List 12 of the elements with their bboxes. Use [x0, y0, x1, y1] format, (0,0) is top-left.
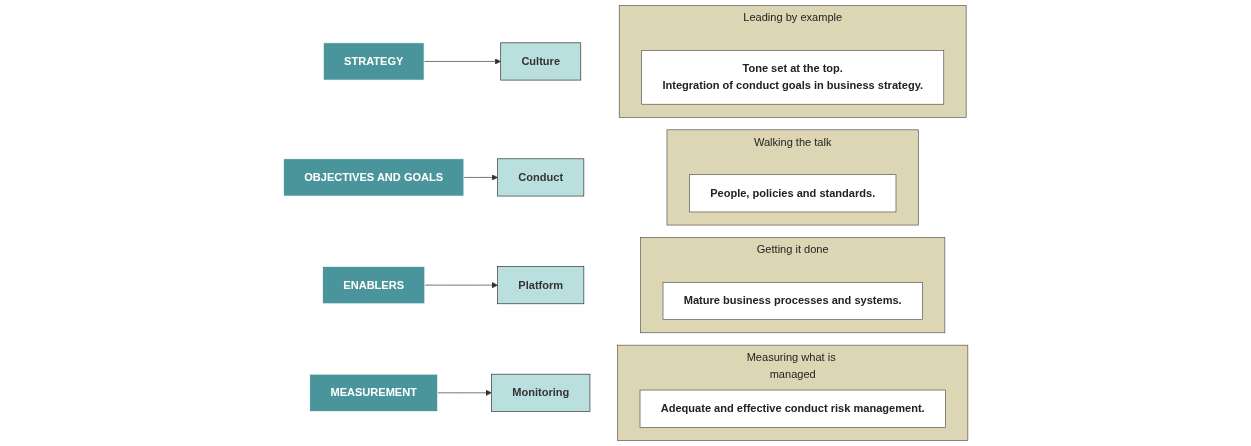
node-box: Tone set at the top. Integration of conduct goals in business strategy. — [641, 50, 944, 105]
node-box: Monitoring — [490, 373, 591, 412]
node-box: Platform — [497, 266, 584, 305]
node-box: Culture — [500, 42, 581, 81]
node-box: Mature business processes and systems. — [662, 282, 923, 320]
node-box: STRATEGY — [322, 42, 425, 81]
node-box: Conduct — [497, 158, 584, 197]
node-box: Adequate and effective conduct risk management. — [639, 389, 946, 428]
node-box: People, policies and standards. — [688, 174, 897, 213]
node-box: MEASUREMENT — [309, 373, 438, 412]
node-box: OBJECTIVES AND GOALS — [283, 158, 465, 197]
node-box: ENABLERS — [322, 266, 425, 305]
